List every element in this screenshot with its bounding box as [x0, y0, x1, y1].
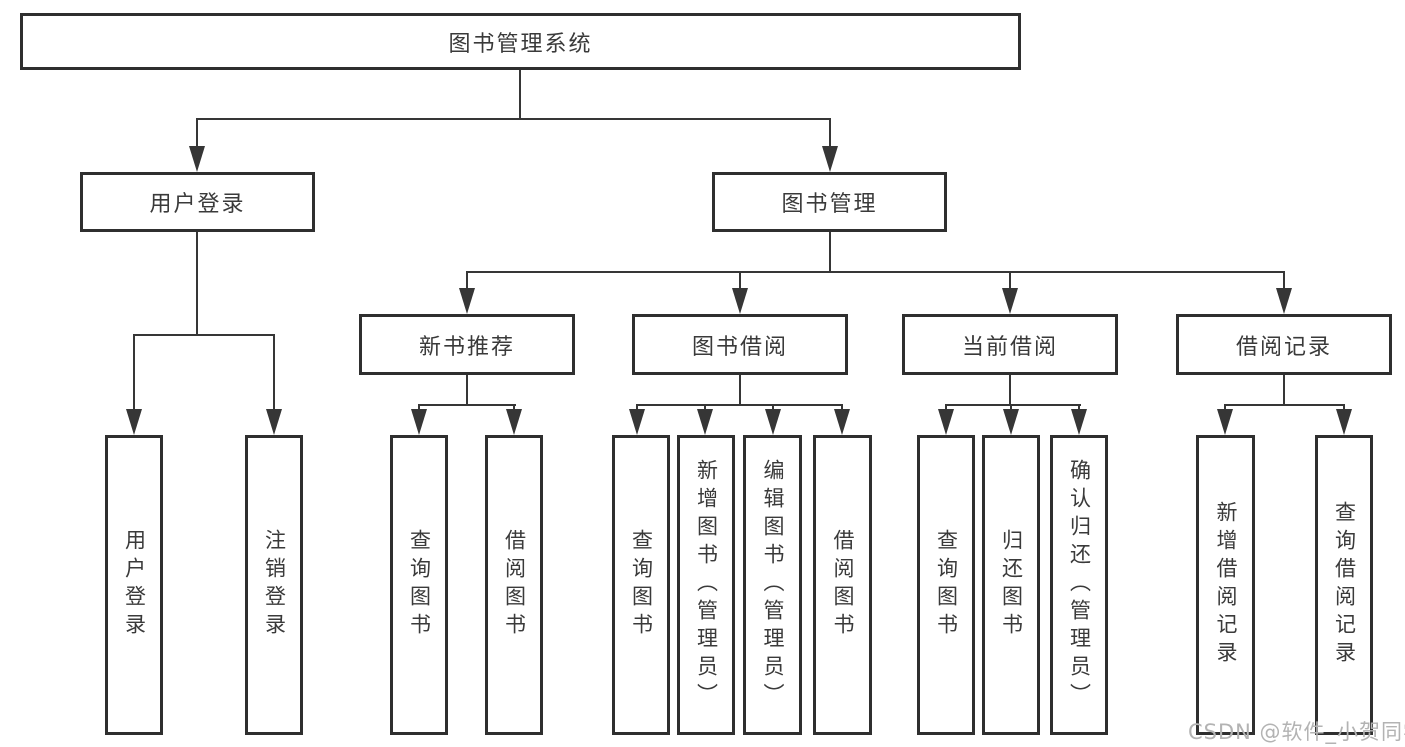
- leaf-borrow-books-recommend: 借阅图书: [485, 435, 543, 735]
- connector-line: [512, 405, 516, 412]
- connector-line: [828, 232, 832, 272]
- arrow-down-icon: [126, 409, 142, 435]
- connector-line: [1282, 375, 1286, 405]
- arrow-down-icon: [1003, 409, 1019, 435]
- arrow-down-icon: [189, 146, 205, 172]
- leaf-label: 归还图书: [999, 529, 1024, 641]
- leaf-label: 确认归还（管理员）: [1067, 459, 1092, 711]
- connector-line: [465, 270, 1286, 274]
- leaf-add-book-admin: 新增图书（管理员）: [677, 435, 735, 735]
- leaf-edit-book-admin: 编辑图书（管理员）: [743, 435, 802, 735]
- arrow-down-icon: [732, 288, 748, 314]
- arrow-down-icon: [938, 409, 954, 435]
- leaf-label: 编辑图书（管理员）: [761, 459, 785, 711]
- leaf-label: 用户登录: [122, 529, 147, 641]
- connector-line: [132, 333, 276, 337]
- connector-line: [1223, 405, 1227, 412]
- node-label: 用户登录: [149, 192, 246, 217]
- node-book-management: 图书管理: [712, 172, 947, 232]
- connector-line: [417, 405, 421, 412]
- node-current-borrow: 当前借阅: [902, 314, 1118, 375]
- arrow-down-icon: [822, 146, 838, 172]
- connector-line: [1282, 272, 1286, 290]
- node-label: 新书推荐: [418, 334, 515, 360]
- connector-line: [771, 405, 775, 412]
- connector-line: [465, 375, 469, 405]
- leaf-query-borrow-record: 查询借阅记录: [1315, 435, 1373, 735]
- arrow-down-icon: [1071, 409, 1087, 435]
- connector-line: [828, 119, 832, 149]
- node-new-book-recommend: 新书推荐: [359, 314, 575, 375]
- connector-line: [465, 272, 469, 290]
- arrow-down-icon: [411, 409, 427, 435]
- arrow-down-icon: [506, 409, 522, 435]
- connector-line: [738, 375, 742, 405]
- leaf-borrow-books-2: 借阅图书: [813, 435, 872, 735]
- arrow-down-icon: [697, 409, 713, 435]
- connector-line: [1223, 403, 1346, 407]
- node-label: 图书管理系统: [448, 31, 593, 57]
- connector-line: [635, 405, 639, 412]
- leaf-label: 新增图书（管理员）: [694, 459, 719, 711]
- node-borrow-records: 借阅记录: [1176, 314, 1392, 375]
- node-label: 当前借阅: [961, 334, 1058, 360]
- leaf-add-borrow-record: 新增借阅记录: [1196, 435, 1255, 735]
- leaf-label: 新增借阅记录: [1214, 501, 1238, 669]
- arrow-down-icon: [1217, 409, 1233, 435]
- leaf-query-books-borrow: 查询图书: [612, 435, 670, 735]
- connector-line: [1008, 375, 1012, 405]
- arrow-down-icon: [1336, 409, 1352, 435]
- connector-line: [132, 335, 136, 412]
- node-root: 图书管理系统: [20, 13, 1021, 70]
- connector-line: [944, 405, 948, 412]
- node-book-borrow: 图书借阅: [632, 314, 848, 375]
- connector-line: [635, 403, 844, 407]
- connector-line: [195, 119, 199, 149]
- connector-line: [417, 403, 517, 407]
- arrow-down-icon: [834, 409, 850, 435]
- arrow-down-icon: [1002, 288, 1018, 314]
- leaf-user-login: 用户登录: [105, 435, 163, 735]
- leaf-label: 查询借阅记录: [1332, 501, 1357, 669]
- leaf-logout: 注销登录: [245, 435, 303, 735]
- arrow-down-icon: [629, 409, 645, 435]
- connector-line: [518, 70, 522, 119]
- leaf-label: 注销登录: [262, 529, 287, 641]
- connector-line: [1342, 405, 1346, 412]
- connector-line: [195, 117, 832, 121]
- leaf-confirm-return-admin: 确认归还（管理员）: [1050, 435, 1108, 735]
- leaf-label: 查询图书: [407, 529, 432, 641]
- connector-line: [195, 232, 199, 335]
- connector-line: [703, 405, 707, 412]
- leaf-query-books-recommend: 查询图书: [390, 435, 448, 735]
- node-label: 图书借阅: [691, 334, 788, 360]
- node-label: 图书管理: [781, 192, 878, 217]
- connector-line: [272, 335, 276, 412]
- leaf-query-books-current: 查询图书: [917, 435, 975, 735]
- connector-line: [1008, 272, 1012, 290]
- node-label: 借阅记录: [1235, 334, 1332, 360]
- arrow-down-icon: [459, 288, 475, 314]
- arrow-down-icon: [266, 409, 282, 435]
- leaf-label: 借阅图书: [831, 529, 855, 641]
- leaf-label: 借阅图书: [502, 529, 527, 641]
- watermark: CSDN @软件_小贺同学: [1188, 720, 1405, 744]
- node-user-login: 用户登录: [80, 172, 315, 232]
- connector-line: [1009, 405, 1013, 412]
- connector-line: [738, 272, 742, 290]
- arrow-down-icon: [765, 409, 781, 435]
- connector-line: [944, 403, 1082, 407]
- connector-line: [840, 405, 844, 412]
- connector-line: [1077, 405, 1081, 412]
- arrow-down-icon: [1276, 288, 1292, 314]
- leaf-label: 查询图书: [629, 529, 654, 641]
- leaf-return-book: 归还图书: [982, 435, 1040, 735]
- leaf-label: 查询图书: [934, 529, 959, 641]
